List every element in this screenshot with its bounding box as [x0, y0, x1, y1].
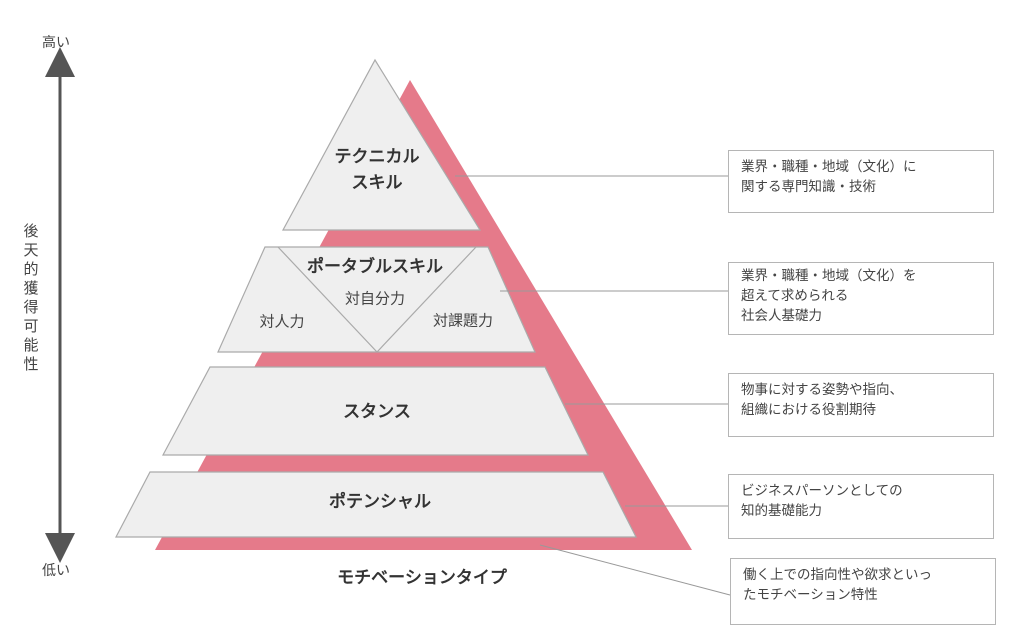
portable-skill-label: ポータブルスキル	[307, 257, 443, 277]
description-line: 業界・職種・地域（文化）を	[741, 268, 917, 284]
description-line: 組織における役割期待	[741, 402, 876, 418]
description-line: 知的基礎能力	[741, 503, 822, 519]
description-line: 物事に対する姿勢や指向、	[741, 382, 903, 398]
technical-skill-line1: テクニカル	[334, 147, 420, 167]
description-line: 超えて求められる	[741, 288, 849, 304]
task-handling-label: 対課題力	[432, 311, 494, 330]
self-management-label: 対自分力	[344, 289, 406, 308]
motivation-type-label: モチベーションタイプ	[337, 568, 507, 588]
description-line: たモチベーション特性	[743, 587, 878, 603]
axis-high-label: 高い	[42, 35, 70, 51]
potential-layer	[115, 471, 637, 538]
stance-label: スタンス	[343, 402, 411, 422]
description-line: 働く上での指向性や欲求といっ	[743, 567, 932, 583]
interpersonal-label: 対人力	[259, 312, 305, 331]
technical-skill-layer	[281, 58, 482, 231]
potential-label: ポテンシャル	[329, 492, 431, 512]
description-box-potential: ビジネスパーソンとしての 知的基礎能力	[728, 474, 994, 539]
description-line: ビジネスパーソンとしての	[741, 483, 903, 499]
technical-skill-label: テクニカル スキル	[335, 144, 420, 196]
description-line: 社会人基礎力	[741, 308, 822, 324]
portable-skill-layer	[217, 246, 536, 353]
axis-low-label: 低い	[42, 563, 70, 579]
description-box-motivation: 働く上での指向性や欲求といっ たモチベーション特性	[730, 558, 996, 625]
axis-title: 後天的獲得可能性	[23, 222, 39, 373]
portable-skill-divider	[277, 246, 477, 353]
description-line: 業界・職種・地域（文化）に	[741, 159, 917, 175]
technical-skill-line2: スキル	[351, 173, 403, 193]
description-box-stance: 物事に対する姿勢や指向、 組織における役割期待	[728, 373, 994, 437]
stance-layer	[161, 366, 589, 456]
description-box-technical: 業界・職種・地域（文化）に 関する専門知識・技術	[728, 150, 994, 213]
description-line: 関する専門知識・技術	[741, 179, 876, 195]
description-box-portable: 業界・職種・地域（文化）を 超えて求められる 社会人基礎力	[728, 262, 994, 335]
connector-line	[539, 544, 731, 596]
